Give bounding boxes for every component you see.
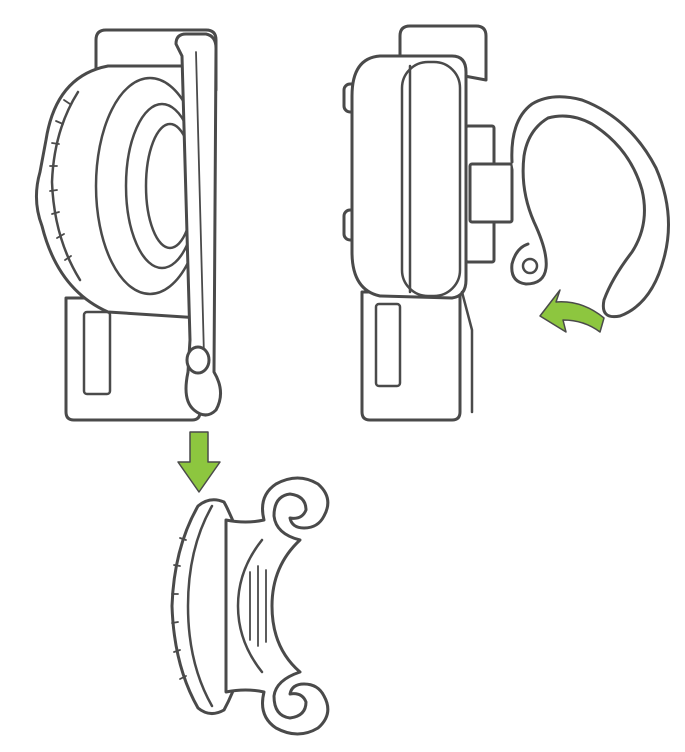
ear-hook — [510, 95, 670, 319]
device-lower-slot-2 — [374, 302, 402, 388]
down-arrow — [177, 431, 221, 493]
device-front-panel — [400, 60, 462, 298]
device-lower-body-2 — [360, 290, 462, 422]
device-lower-slot — [82, 310, 112, 396]
adapter-disc-rim — [186, 504, 214, 708]
ear-hook-pivot — [521, 257, 539, 275]
device-side-view-with-clip — [35, 28, 222, 422]
clip-button — [185, 345, 211, 375]
adapter-hub — [224, 476, 330, 736]
rotate-arrow — [539, 289, 605, 333]
device-back-strap — [460, 290, 474, 414]
device-with-ear-hook-attached — [342, 24, 670, 422]
adapter-disc-ticks — [171, 537, 187, 680]
ear-hook-mount-block — [468, 162, 514, 224]
device-dial-ticks — [49, 99, 72, 261]
ear-hook-adapter-detached — [170, 476, 330, 736]
device-dial-edge — [50, 90, 82, 282]
adapter-front-face — [236, 538, 264, 674]
belt-clip-groove — [195, 51, 205, 357]
belt-clip — [174, 32, 222, 417]
